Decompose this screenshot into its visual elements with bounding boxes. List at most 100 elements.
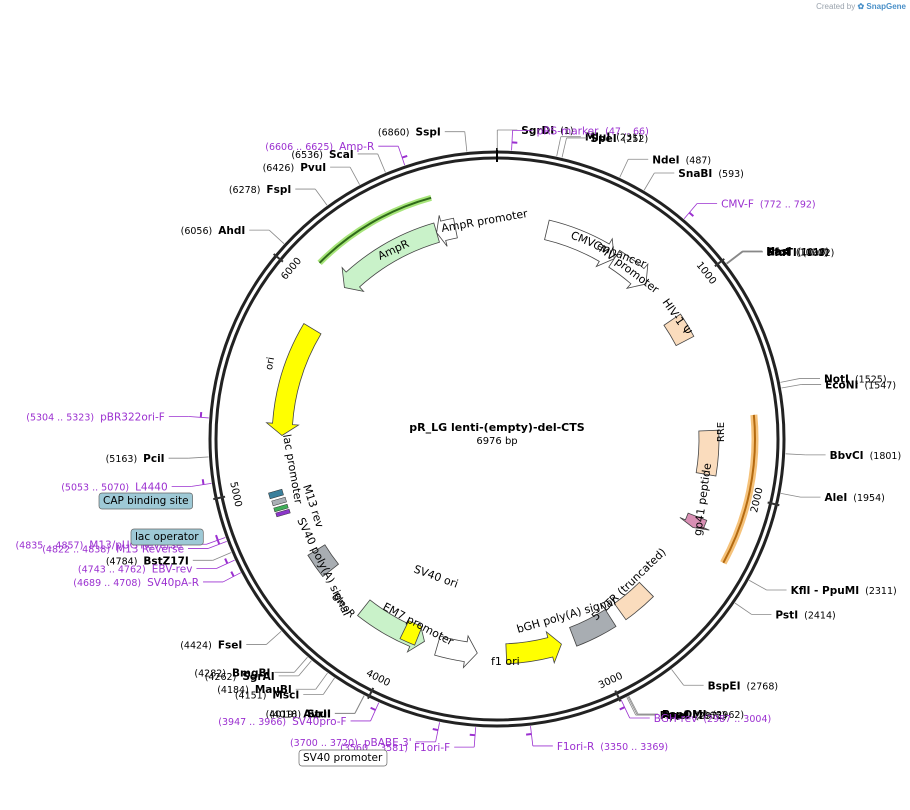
enzyme-name: ApaI — [661, 709, 688, 721]
enzyme-leader-line — [785, 453, 806, 456]
m13-rev-block — [275, 508, 291, 518]
enzyme-site-mlui: MluI(231) — [556, 132, 642, 157]
enzyme-site-bmgbi: BmgBI(4282) — [194, 656, 308, 679]
enzyme-leader-line — [322, 677, 335, 695]
snapgene-logo-icon: ✿ — [857, 2, 865, 11]
region-highlight-green-core — [318, 196, 432, 264]
enzyme-name: PvuI — [300, 162, 326, 174]
enzyme-name: KflI - PpuMI — [791, 585, 860, 597]
enzyme-name: FspI — [266, 184, 291, 196]
enzyme-leader-line — [780, 378, 801, 383]
enzyme-name: PspOMI — [662, 709, 707, 721]
primer-site-m13-reverse: M13 Reverse(4822 .. 4838) — [42, 538, 227, 555]
enzyme-coord: (2414) — [804, 610, 836, 621]
primer-binding-mark — [224, 558, 229, 564]
enzyme-site-bstz17i: BstZ17I(4784) — [106, 552, 232, 567]
primer-binding-mark — [401, 154, 408, 159]
primer-leader-line — [206, 537, 226, 545]
enzyme-site-sgrdi: SgrDI(1) — [496, 125, 574, 151]
enzyme-site-alei: AleI(1954) — [780, 492, 885, 504]
primer-coord: (3560 .. 3581) — [340, 743, 408, 754]
tick-label: 1000 — [694, 260, 718, 287]
boxed-label-frame — [98, 492, 193, 510]
enzyme-coord: (6056) — [181, 226, 213, 237]
enzyme-site-bbvci: BbvCI(1801) — [785, 450, 901, 462]
enzyme-coord: (1547) — [864, 380, 896, 391]
feature-label-lac-promoter: lac promoter — [280, 433, 305, 505]
enzyme-leader-line — [643, 172, 655, 191]
tick-mark — [767, 501, 780, 507]
enzyme-leader-line — [188, 456, 209, 459]
enzyme-leader-line — [298, 660, 312, 677]
tick-mark — [367, 687, 375, 700]
enzyme-coord: (4018) — [269, 709, 301, 720]
tick-mark — [213, 495, 226, 501]
enzyme-name: SgrAI — [242, 671, 274, 683]
primer-name: CMV-F — [721, 199, 754, 211]
enzyme-leader-line — [781, 384, 802, 389]
enzyme-site-fsei: FseI(4424) — [180, 630, 282, 652]
enzyme-coord: (1) — [560, 126, 573, 137]
enzyme-site-msci: MscI(4151) — [235, 677, 335, 702]
feature-rre — [695, 429, 720, 477]
site-label-layer: SgrDI(1)SspI(6860)MluI(231)SpeI(252)NdeI… — [15, 125, 901, 767]
primer-name: EBV-rev — [152, 563, 193, 575]
enzyme-site-spei: SpeI(252) — [561, 133, 649, 158]
primer-site-sv40pro-f: SV40pro-F(3947 .. 3966) — [218, 702, 380, 728]
primer-binding-mark — [230, 571, 235, 577]
primer-binding-mark — [201, 479, 205, 485]
feature-ori — [265, 323, 322, 437]
enzyme-leader-line — [315, 672, 328, 690]
enzyme-leader-line — [748, 579, 767, 591]
feature-em7-promoter — [434, 634, 478, 669]
primer-name: BGH-rev — [654, 713, 698, 725]
enzyme-site-sfoi: SfoI(1020) — [726, 246, 827, 264]
primer-leader-line — [530, 726, 534, 746]
enzyme-coord: (6426) — [263, 163, 295, 174]
enzyme-site-scai: ScaI(6536) — [291, 149, 386, 173]
primer-leader-line — [207, 540, 227, 549]
primer-coord: (3700 .. 3720) — [290, 738, 358, 749]
enzyme-coord: (4784) — [106, 556, 138, 567]
primer-coord: (4689 .. 4708) — [73, 578, 141, 589]
boxed-label-frame — [130, 528, 204, 546]
enzyme-site-econi: EcoNI(1547) — [781, 379, 896, 391]
plasmid-backbone — [208, 148, 786, 728]
boxed-label-sv40-promoter: SV40 promoter — [298, 749, 388, 767]
primer-leader-line — [435, 722, 440, 742]
enzyme-coord: (2971) — [695, 711, 727, 722]
feature-sv40-ori — [399, 620, 423, 646]
enzyme-coord: (2768) — [746, 681, 778, 692]
feature-label-cmv-promoter: CMV promoter — [590, 238, 661, 296]
enzyme-coord: (252) — [623, 134, 649, 145]
tick-mark — [714, 258, 725, 268]
primer-leader-line — [188, 416, 209, 419]
primer-coord: (772 .. 792) — [760, 200, 816, 211]
primer-site-l4440: L4440(5053 .. 5070) — [61, 479, 212, 493]
primer-site-amp-r: Amp-R(6606 .. 6625) — [265, 141, 408, 166]
enzyme-coord: (4019) — [266, 709, 298, 720]
enzyme-leader-line — [734, 602, 752, 615]
boxed-label-text: SV40 promoter — [303, 752, 383, 764]
primer-coord: (5053 .. 5070) — [61, 482, 129, 493]
primer-site-prs-marker: pRS-marker (47 .. 66) — [511, 125, 649, 151]
primer-leader-line — [370, 702, 380, 722]
feature-gp41-peptide — [679, 512, 710, 531]
enzyme-name: StuI — [307, 708, 331, 720]
created-by-credit: Created by ✿ SnapGene — [816, 2, 906, 11]
feature-label-ampr-promoter: AmpR promoter — [440, 207, 529, 235]
primer-binding-mark — [688, 211, 695, 217]
enzyme-leader-line — [627, 696, 638, 715]
feature-layer — [265, 194, 759, 669]
enzyme-leader-line — [377, 153, 386, 173]
plasmid-name: pR_LG lenti-(empty)-del-CTS — [409, 421, 584, 434]
primer-coord: (47 .. 66) — [605, 126, 649, 137]
primer-leader-line — [216, 559, 235, 569]
primer-coord: (4743 .. 4762) — [78, 564, 146, 575]
enzyme-name: AvrII — [303, 708, 331, 720]
enzyme-coord: (231) — [616, 133, 642, 144]
credit-prefix: Created by — [816, 2, 856, 11]
enzyme-site-pspomi: PspOMI(2962) — [628, 695, 744, 721]
primer-name: pRS-marker — [537, 125, 600, 137]
